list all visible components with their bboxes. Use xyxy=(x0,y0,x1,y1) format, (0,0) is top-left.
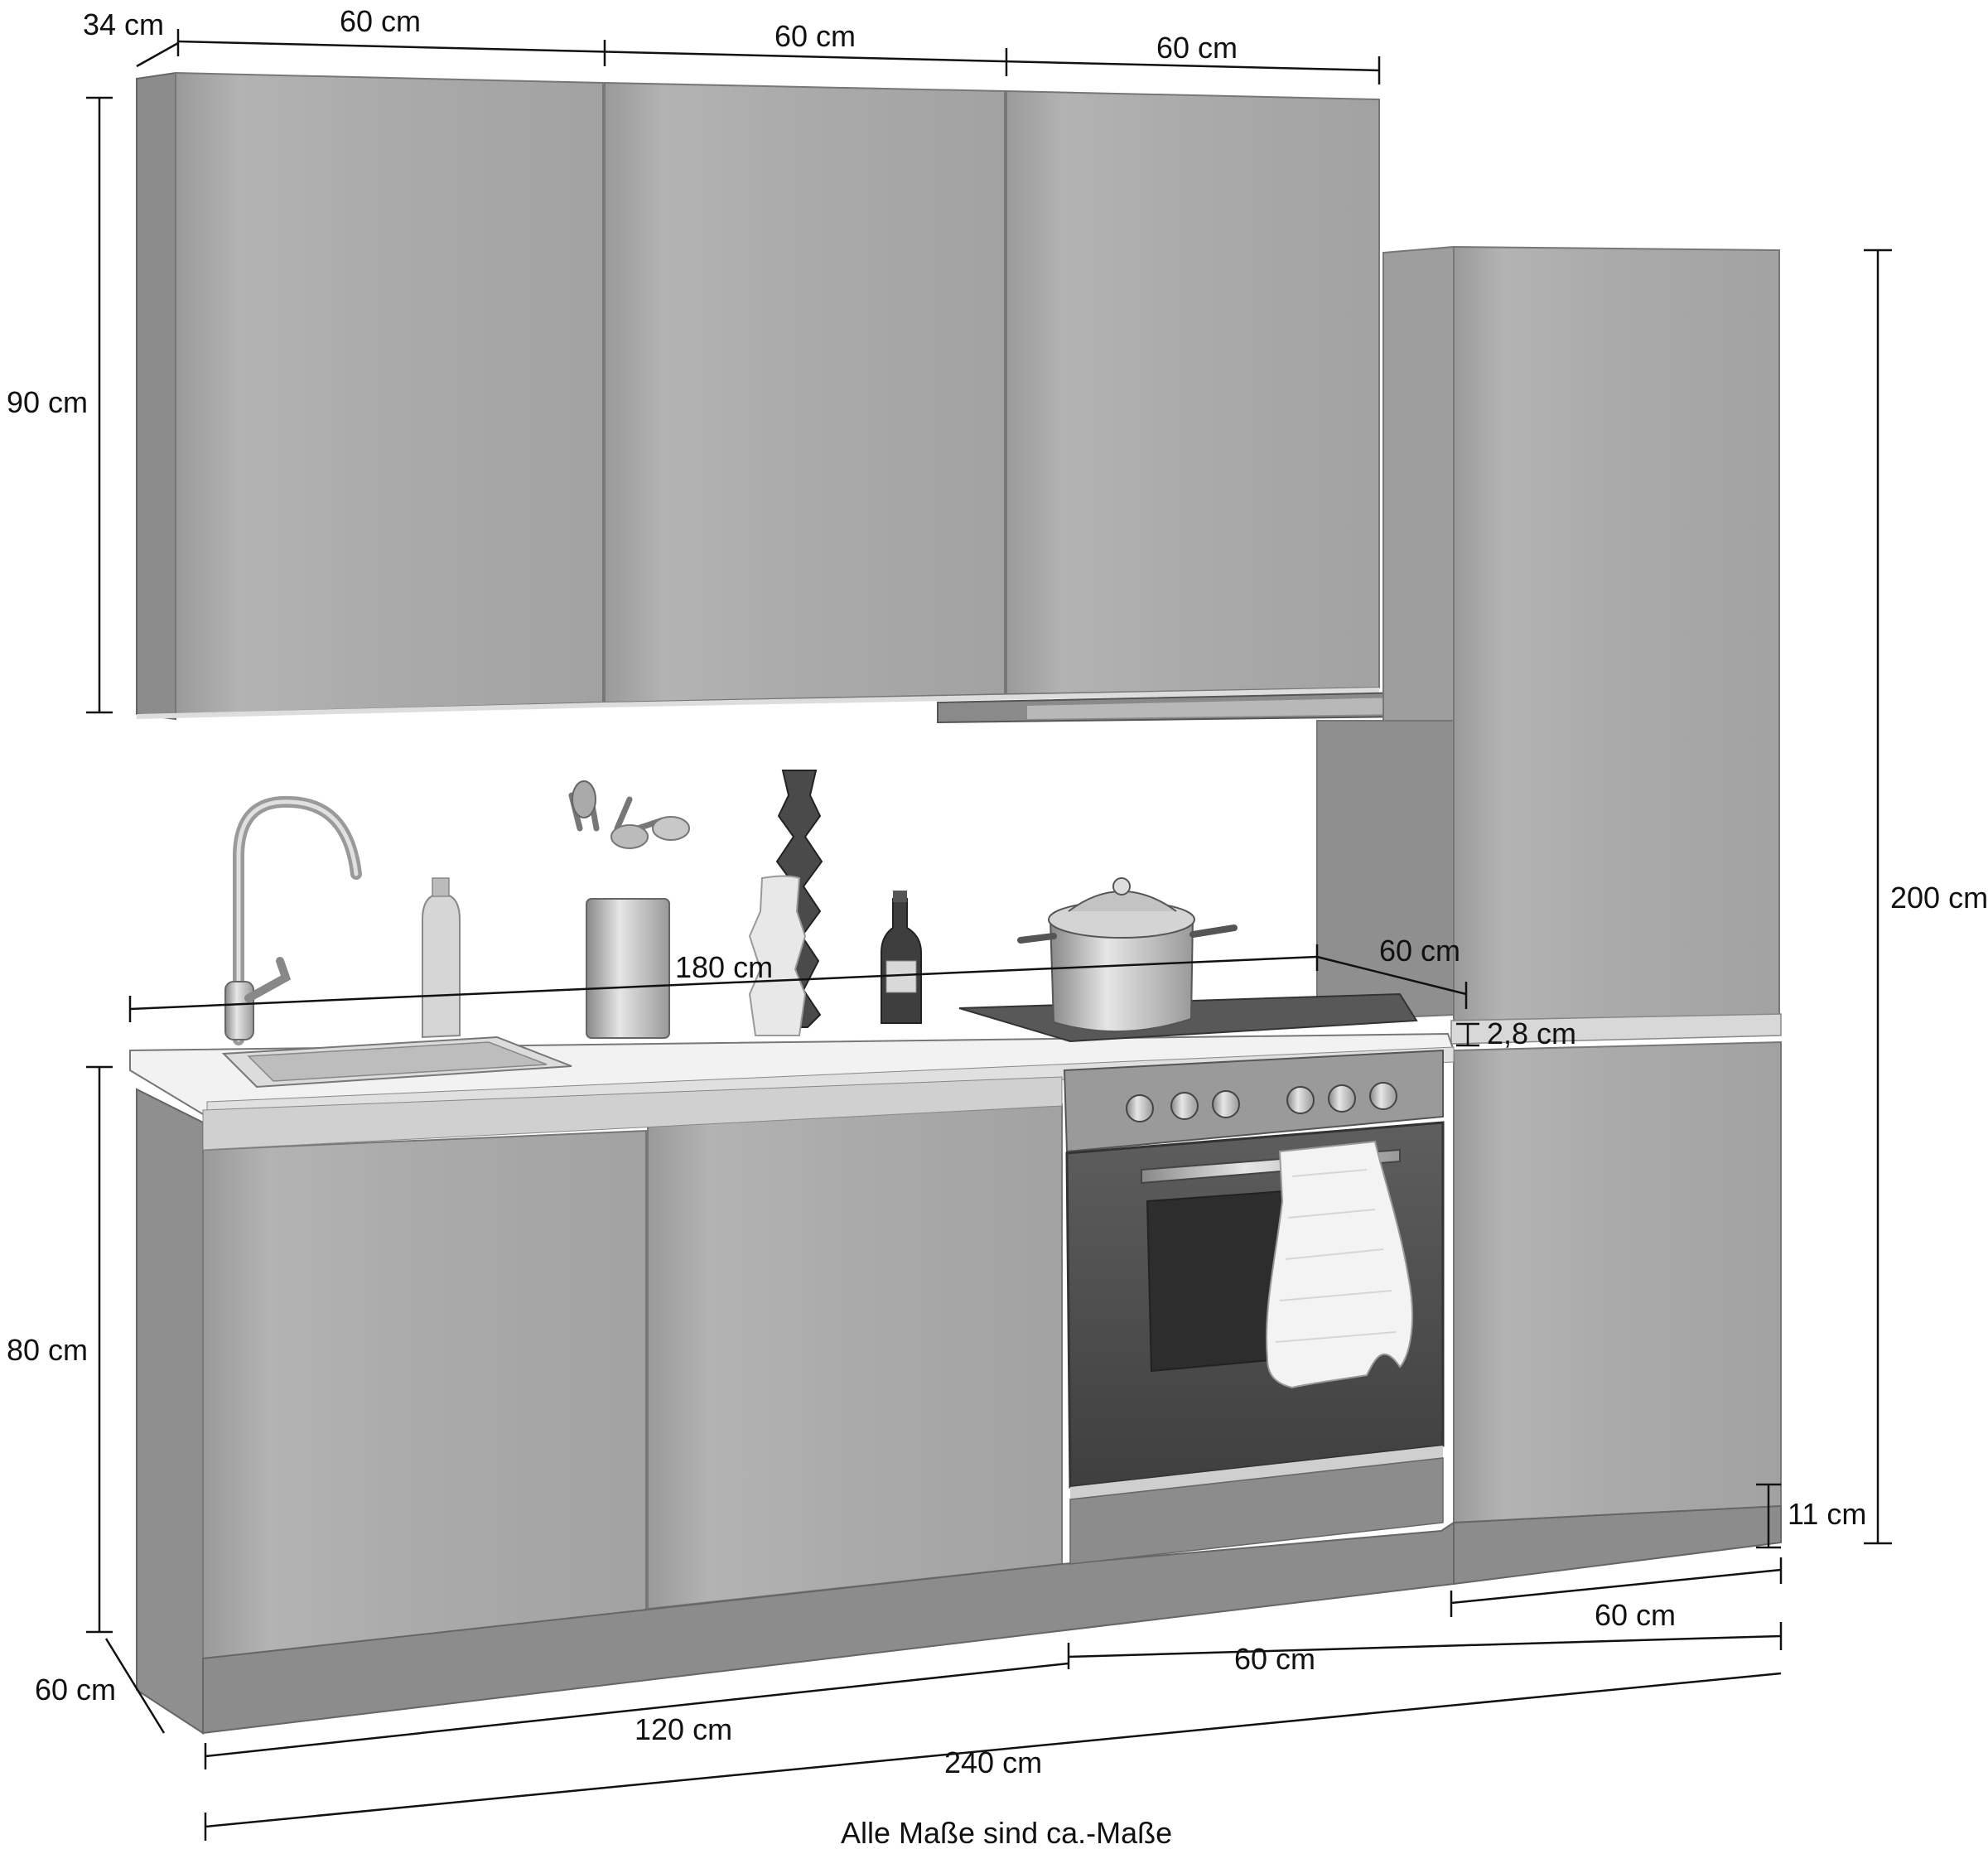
wall-cabinet-side-panel xyxy=(136,71,176,721)
dimension-labels: 34 cm 60 cm 60 cm 60 cm 90 cm 200 cm 180… xyxy=(7,4,1988,1849)
base-cabinet-handle-strip xyxy=(202,1076,1063,1151)
label-hob-width: 60 cm xyxy=(1379,934,1460,968)
label-wall-3-width: 60 cm xyxy=(1156,31,1238,65)
faucet-icon xyxy=(224,795,362,1045)
oil-bottle-icon xyxy=(881,891,922,1024)
tea-towel-icon xyxy=(1266,1140,1413,1389)
tall-cabinet-lower-door xyxy=(1453,1040,1782,1524)
caption-approximate-dimensions: Alle Maße sind ca.-Maße xyxy=(841,1816,1172,1849)
tall-cabinet-trim xyxy=(1450,1013,1782,1045)
label-oven-width: 60 cm xyxy=(1234,1642,1315,1676)
label-worktop-thickness: 2,8 cm xyxy=(1487,1016,1576,1050)
oven-knobs xyxy=(1126,1082,1397,1122)
oven-control-panel xyxy=(1063,1049,1444,1153)
label-wall-1-width: 60 cm xyxy=(340,4,421,38)
sink xyxy=(221,1036,572,1089)
wall-cabinet-door-1 xyxy=(175,71,604,716)
label-base-height: 80 cm xyxy=(7,1333,88,1367)
wall-cabinet-bottom-edge xyxy=(137,688,1379,719)
label-counter-width: 180 cm xyxy=(675,950,773,984)
wall-cabinet-door-2 xyxy=(604,81,1006,704)
tall-cabinet-upper-door xyxy=(1453,245,1780,1022)
label-wall-height: 90 cm xyxy=(7,385,88,419)
label-base-depth: 60 cm xyxy=(35,1673,116,1707)
base-cabinet-center-door xyxy=(647,1103,1063,1610)
base-cabinet-plinth xyxy=(202,1521,1455,1735)
label-total-width: 240 cm xyxy=(944,1745,1042,1779)
tall-cabinet-side-upper xyxy=(1382,245,1455,722)
label-depth-wall: 34 cm xyxy=(83,7,164,41)
base-cabinet-side xyxy=(136,1088,204,1735)
label-sink-section-width: 120 cm xyxy=(635,1712,732,1746)
pepper-mill-icon xyxy=(748,770,823,1036)
cooking-pot-icon xyxy=(1017,877,1238,1033)
wall-cabinets xyxy=(136,71,1380,721)
base-cabinets xyxy=(135,1076,1455,1735)
wall-cabinet-door-3 xyxy=(1006,89,1380,696)
dimension-lines xyxy=(86,29,1892,1841)
base-cabinet-sink-door xyxy=(202,1129,647,1660)
range-hood xyxy=(937,691,1409,724)
label-wall-2-width: 60 cm xyxy=(774,19,856,53)
soap-bottle-icon xyxy=(422,877,461,1039)
tall-cabinet xyxy=(1316,245,1782,1586)
tall-cabinet-side-lower xyxy=(1316,720,1455,1022)
label-tall-base-width: 60 cm xyxy=(1595,1598,1676,1632)
label-tall-height: 200 cm xyxy=(1890,881,1988,915)
oven-bottom-trim xyxy=(1070,1446,1443,1499)
label-plinth-height: 11 cm xyxy=(1788,1497,1866,1531)
utensil-holder-icon xyxy=(568,780,690,1039)
oven-plinth xyxy=(1069,1457,1444,1565)
